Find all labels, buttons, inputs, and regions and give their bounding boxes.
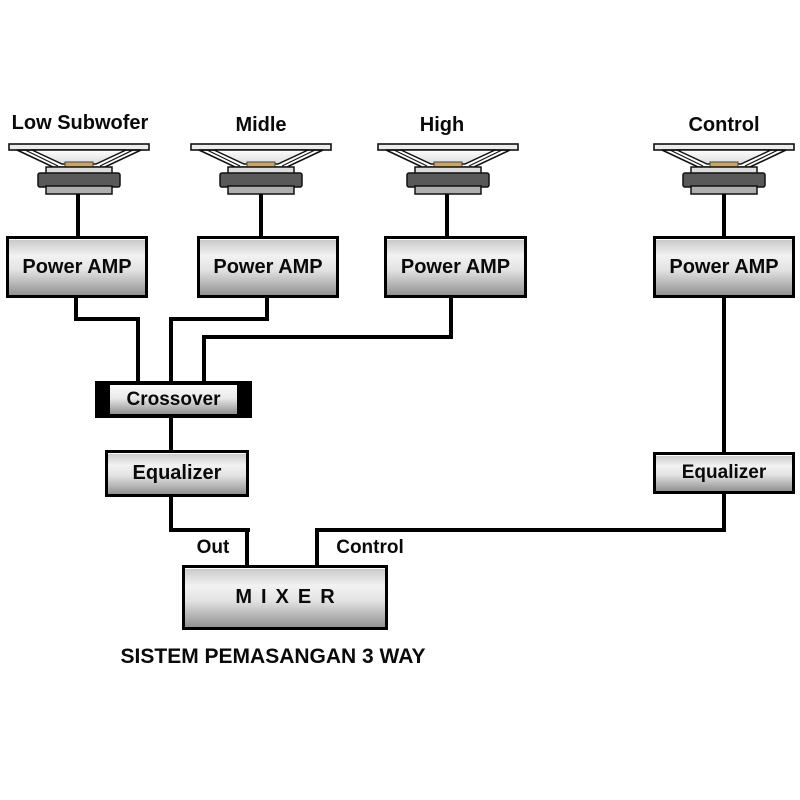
power-amp-label-1: Power AMP (22, 255, 132, 278)
wire-equalizer-left-across (169, 528, 250, 532)
wire-amp4-to-equalizer (722, 296, 726, 453)
wire-amp2-across (169, 317, 269, 321)
crossover-box: Crossover (95, 381, 252, 418)
mixer-box: MIXER (182, 565, 388, 630)
speaker-icon-high (377, 143, 519, 195)
wire-speaker3-to-amp3 (445, 194, 449, 238)
power-amp-label-2: Power AMP (213, 255, 323, 278)
power-amp-box-1: Power AMP (6, 236, 148, 298)
wire-amp2-to-crossover (169, 317, 173, 382)
mixer-input-control-label: Control (336, 537, 404, 558)
crossover-label: Crossover (126, 388, 221, 410)
wire-amp1-down (74, 296, 78, 321)
wire-equalizer-right-across (315, 528, 726, 532)
wire-amp3-to-crossover (202, 335, 206, 382)
wire-control-into-mixer (315, 528, 319, 566)
speaker-label-high: High (419, 114, 465, 136)
speaker-icon-control (653, 143, 795, 195)
speaker-label-low-subwoofer: Low Subwofer (11, 112, 149, 134)
equalizer-right-label: Equalizer (681, 462, 767, 483)
speaker-icon-middle (190, 143, 332, 195)
wire-amp3-down (449, 296, 453, 339)
equalizer-right-box: Equalizer (653, 452, 795, 494)
speaker-label-middle: Midle (235, 114, 287, 136)
equalizer-left-box: Equalizer (105, 450, 249, 497)
wire-crossover-to-equalizer (169, 418, 173, 451)
mixer-label: MIXER (235, 586, 344, 608)
wire-equalizer-left-down (169, 496, 173, 532)
wire-speaker2-to-amp2 (259, 194, 263, 238)
speaker-label-control: Control (688, 114, 760, 136)
power-amp-box-2: Power AMP (197, 236, 339, 298)
power-amp-box-4: Power AMP (653, 236, 795, 298)
wire-speaker1-to-amp1 (76, 194, 80, 238)
diagram-caption: SISTEM PEMASANGAN 3 WAY (120, 645, 426, 668)
wire-out-into-mixer (245, 528, 249, 566)
crossover-inner: Crossover (110, 385, 237, 414)
power-amp-box-3: Power AMP (384, 236, 527, 298)
wire-amp1-across (74, 317, 140, 321)
wire-speaker4-to-amp4 (722, 194, 726, 238)
wire-amp2-down (265, 296, 269, 321)
speaker-icon-low-subwoofer (8, 143, 150, 195)
power-amp-label-4: Power AMP (669, 255, 779, 278)
power-amp-label-3: Power AMP (400, 255, 511, 278)
wire-amp3-across (202, 335, 453, 339)
wire-amp1-to-crossover (136, 317, 140, 382)
mixer-input-out-label: Out (196, 537, 230, 558)
wire-equalizer-right-down (722, 493, 726, 532)
equalizer-left-label: Equalizer (132, 462, 222, 484)
